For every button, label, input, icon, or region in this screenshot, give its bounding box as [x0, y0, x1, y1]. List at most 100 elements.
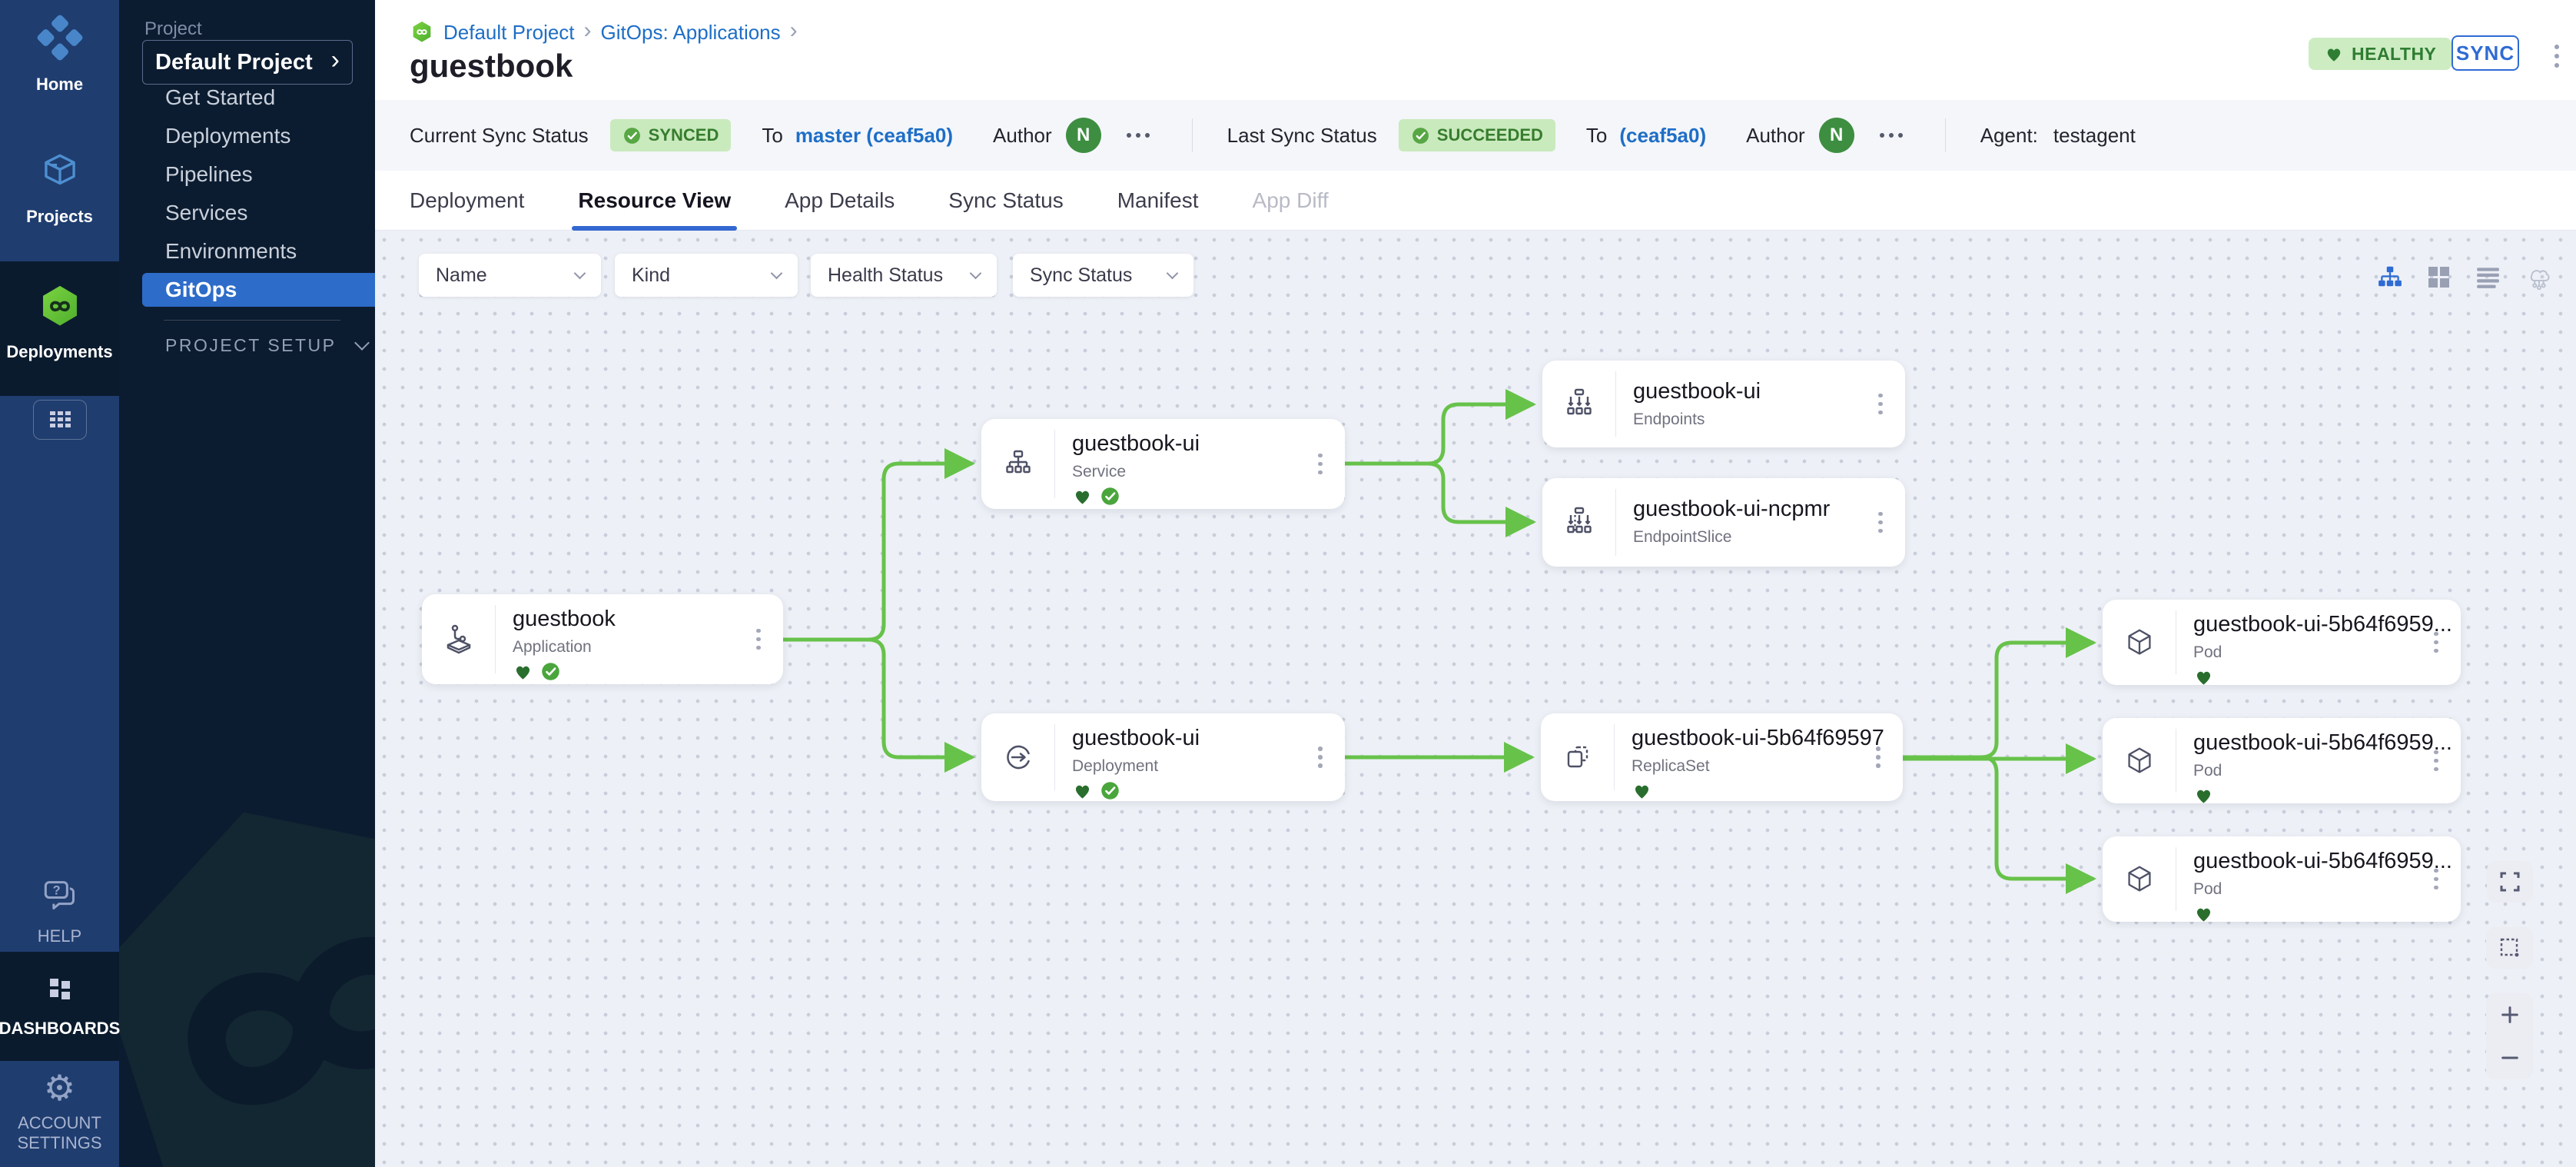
nav-item-label: Services [165, 201, 248, 224]
node-title: guestbook-ui-ncpmr [1633, 497, 1831, 521]
healthy-heart-icon [1635, 785, 1649, 799]
node-menu-kebab[interactable] [1864, 361, 1897, 447]
node-kind: Pod [2193, 880, 2222, 898]
node-endpointslice-guestbook-ui-ncpmr[interactable]: guestbook-ui-ncpmr EndpointSlice [1542, 478, 1905, 567]
divider [1615, 371, 1616, 437]
endpoints-icon [1542, 361, 1615, 447]
nav-item-get-started[interactable]: Get Started [119, 78, 375, 117]
breadcrumb-link-gitops-applications[interactable]: GitOps: Applications [600, 20, 781, 44]
node-menu-kebab[interactable] [1864, 478, 1897, 567]
filter-label: Name [436, 264, 487, 286]
project-selector[interactable]: Default Project › [142, 40, 353, 85]
tab-app-diff[interactable]: App Diff [1253, 171, 1329, 231]
chevron-down-icon [354, 335, 370, 351]
node-deployment-guestbook-ui[interactable]: guestbook-ui Deployment [981, 713, 1345, 801]
rail-item-home[interactable]: Home [0, 12, 119, 95]
node-menu-kebab[interactable] [742, 594, 775, 684]
rail-item-deployments[interactable]: Deployments [0, 283, 119, 362]
projects-cube-icon [36, 148, 84, 199]
list-view-toggle[interactable] [2475, 264, 2501, 290]
filter-health-status[interactable]: Health Status [811, 254, 997, 297]
filter-sync-status[interactable]: Sync Status [1013, 254, 1193, 297]
kebab-icon [2434, 758, 2438, 763]
node-service-guestbook-ui[interactable]: guestbook-ui Service [981, 419, 1345, 509]
project-setup-toggle[interactable]: PROJECT SETUP [165, 335, 370, 356]
current-sync-status-label: Current Sync Status [410, 123, 589, 147]
divider [495, 605, 496, 673]
node-application-guestbook[interactable]: guestbook Application [422, 594, 783, 684]
fullscreen-button[interactable] [2487, 861, 2533, 903]
node-pod-3[interactable]: guestbook-ui-5b64f6959... Pod [2103, 836, 2461, 922]
breadcrumb-link-project[interactable]: Default Project [443, 20, 575, 44]
rail-item-dashboards[interactable]: DASHBOARDS [0, 970, 121, 1039]
module-grid-button[interactable] [33, 400, 87, 440]
nav-item-pipelines[interactable]: Pipelines [119, 155, 375, 194]
tab-resource-view[interactable]: Resource View [572, 171, 737, 231]
node-menu-kebab[interactable] [2419, 718, 2453, 803]
grid-view-toggle[interactable] [2425, 264, 2452, 290]
page-title: guestbook [410, 48, 573, 84]
synced-check-icon [542, 663, 559, 680]
node-kind: Endpoints [1633, 411, 1705, 428]
node-menu-kebab[interactable] [1861, 713, 1895, 801]
nav-item-deployments[interactable]: Deployments [119, 117, 375, 155]
healthy-heart-icon [2196, 908, 2211, 922]
node-kind: EndpointSlice [1633, 528, 1732, 546]
node-title: guestbook-ui-5b64f6959... [2193, 612, 2452, 637]
filter-kind[interactable]: Kind [615, 254, 798, 297]
tab-label: Resource View [578, 188, 732, 212]
last-sync-target-link[interactable]: (ceaf5a0) [1619, 123, 1707, 147]
current-sync-target-link[interactable]: master (ceaf5a0) [795, 123, 954, 147]
commit-details-kebab[interactable] [1876, 120, 1907, 151]
succeeded-badge: SUCCEEDED [1398, 119, 1555, 151]
healthy-heart-icon [2196, 790, 2211, 803]
commit-details-kebab[interactable] [1123, 120, 1154, 151]
tree-view-toggle[interactable] [2377, 264, 2403, 290]
zoom-in-button[interactable] [2486, 993, 2533, 1036]
succeeded-badge-label: SUCCEEDED [1436, 125, 1543, 145]
rail-item-help[interactable]: ? HELP [0, 875, 119, 946]
nav-item-gitops-active[interactable]: GitOps [142, 273, 375, 307]
kebab-icon [1318, 461, 1323, 467]
tab-deployment[interactable]: Deployment [410, 171, 524, 231]
pod-icon [2103, 718, 2176, 803]
nav-item-label: Get Started [165, 85, 276, 109]
svg-text:?: ? [52, 883, 60, 897]
tab-label: Deployment [410, 188, 525, 212]
synced-badge: SYNCED [609, 119, 732, 151]
node-pod-1[interactable]: guestbook-ui-5b64f6959... Pod [2103, 600, 2461, 685]
node-menu-kebab[interactable] [1303, 419, 1337, 509]
rail-label: Projects [26, 207, 93, 226]
tab-app-details[interactable]: App Details [785, 171, 895, 231]
synced-check-icon [1101, 782, 1119, 800]
node-title: guestbook-ui-5b64f6959... [2193, 730, 2452, 755]
node-pod-2[interactable]: guestbook-ui-5b64f6959... Pod [2103, 718, 2461, 803]
heart-icon [2327, 48, 2341, 62]
sync-button[interactable]: SYNC [2452, 35, 2519, 71]
rail-label: DASHBOARDS [0, 1019, 121, 1038]
zoom-out-button[interactable] [2486, 1036, 2533, 1079]
resource-tree-canvas[interactable]: Name Kind Health Status Sync Status [375, 231, 2576, 1167]
node-menu-kebab[interactable] [2419, 836, 2453, 922]
node-menu-kebab[interactable] [1303, 713, 1337, 801]
tab-manifest[interactable]: Manifest [1117, 171, 1199, 231]
divider [1191, 118, 1193, 152]
network-view-toggle[interactable] [2525, 264, 2551, 290]
filter-name[interactable]: Name [419, 254, 601, 297]
gear-icon: ⚙ [43, 1067, 76, 1109]
node-replicaset-guestbook-ui-5b64f69597[interactable]: guestbook-ui-5b64f69597 ReplicaSet [1541, 713, 1903, 801]
gitops-breadcrumb-icon [413, 22, 431, 42]
kebab-icon [1876, 755, 1881, 760]
nav-item-services[interactable]: Services [119, 194, 375, 232]
tab-sync-status[interactable]: Sync Status [948, 171, 1063, 231]
marquee-select-button[interactable] [2486, 927, 2533, 969]
nav-item-environments[interactable]: Environments [119, 232, 375, 271]
rail-item-account-settings[interactable]: ⚙ ACCOUNT SETTINGS [0, 1070, 119, 1153]
app-menu-kebab[interactable] [2545, 45, 2568, 68]
last-sync-status-label: Last Sync Status [1227, 123, 1377, 147]
nav-item-label: GitOps [165, 278, 237, 301]
node-kind: ReplicaSet [1632, 757, 1710, 775]
node-menu-kebab[interactable] [2419, 600, 2453, 685]
rail-item-projects[interactable]: Projects [0, 148, 119, 227]
node-endpoints-guestbook-ui[interactable]: guestbook-ui Endpoints [1542, 361, 1905, 447]
